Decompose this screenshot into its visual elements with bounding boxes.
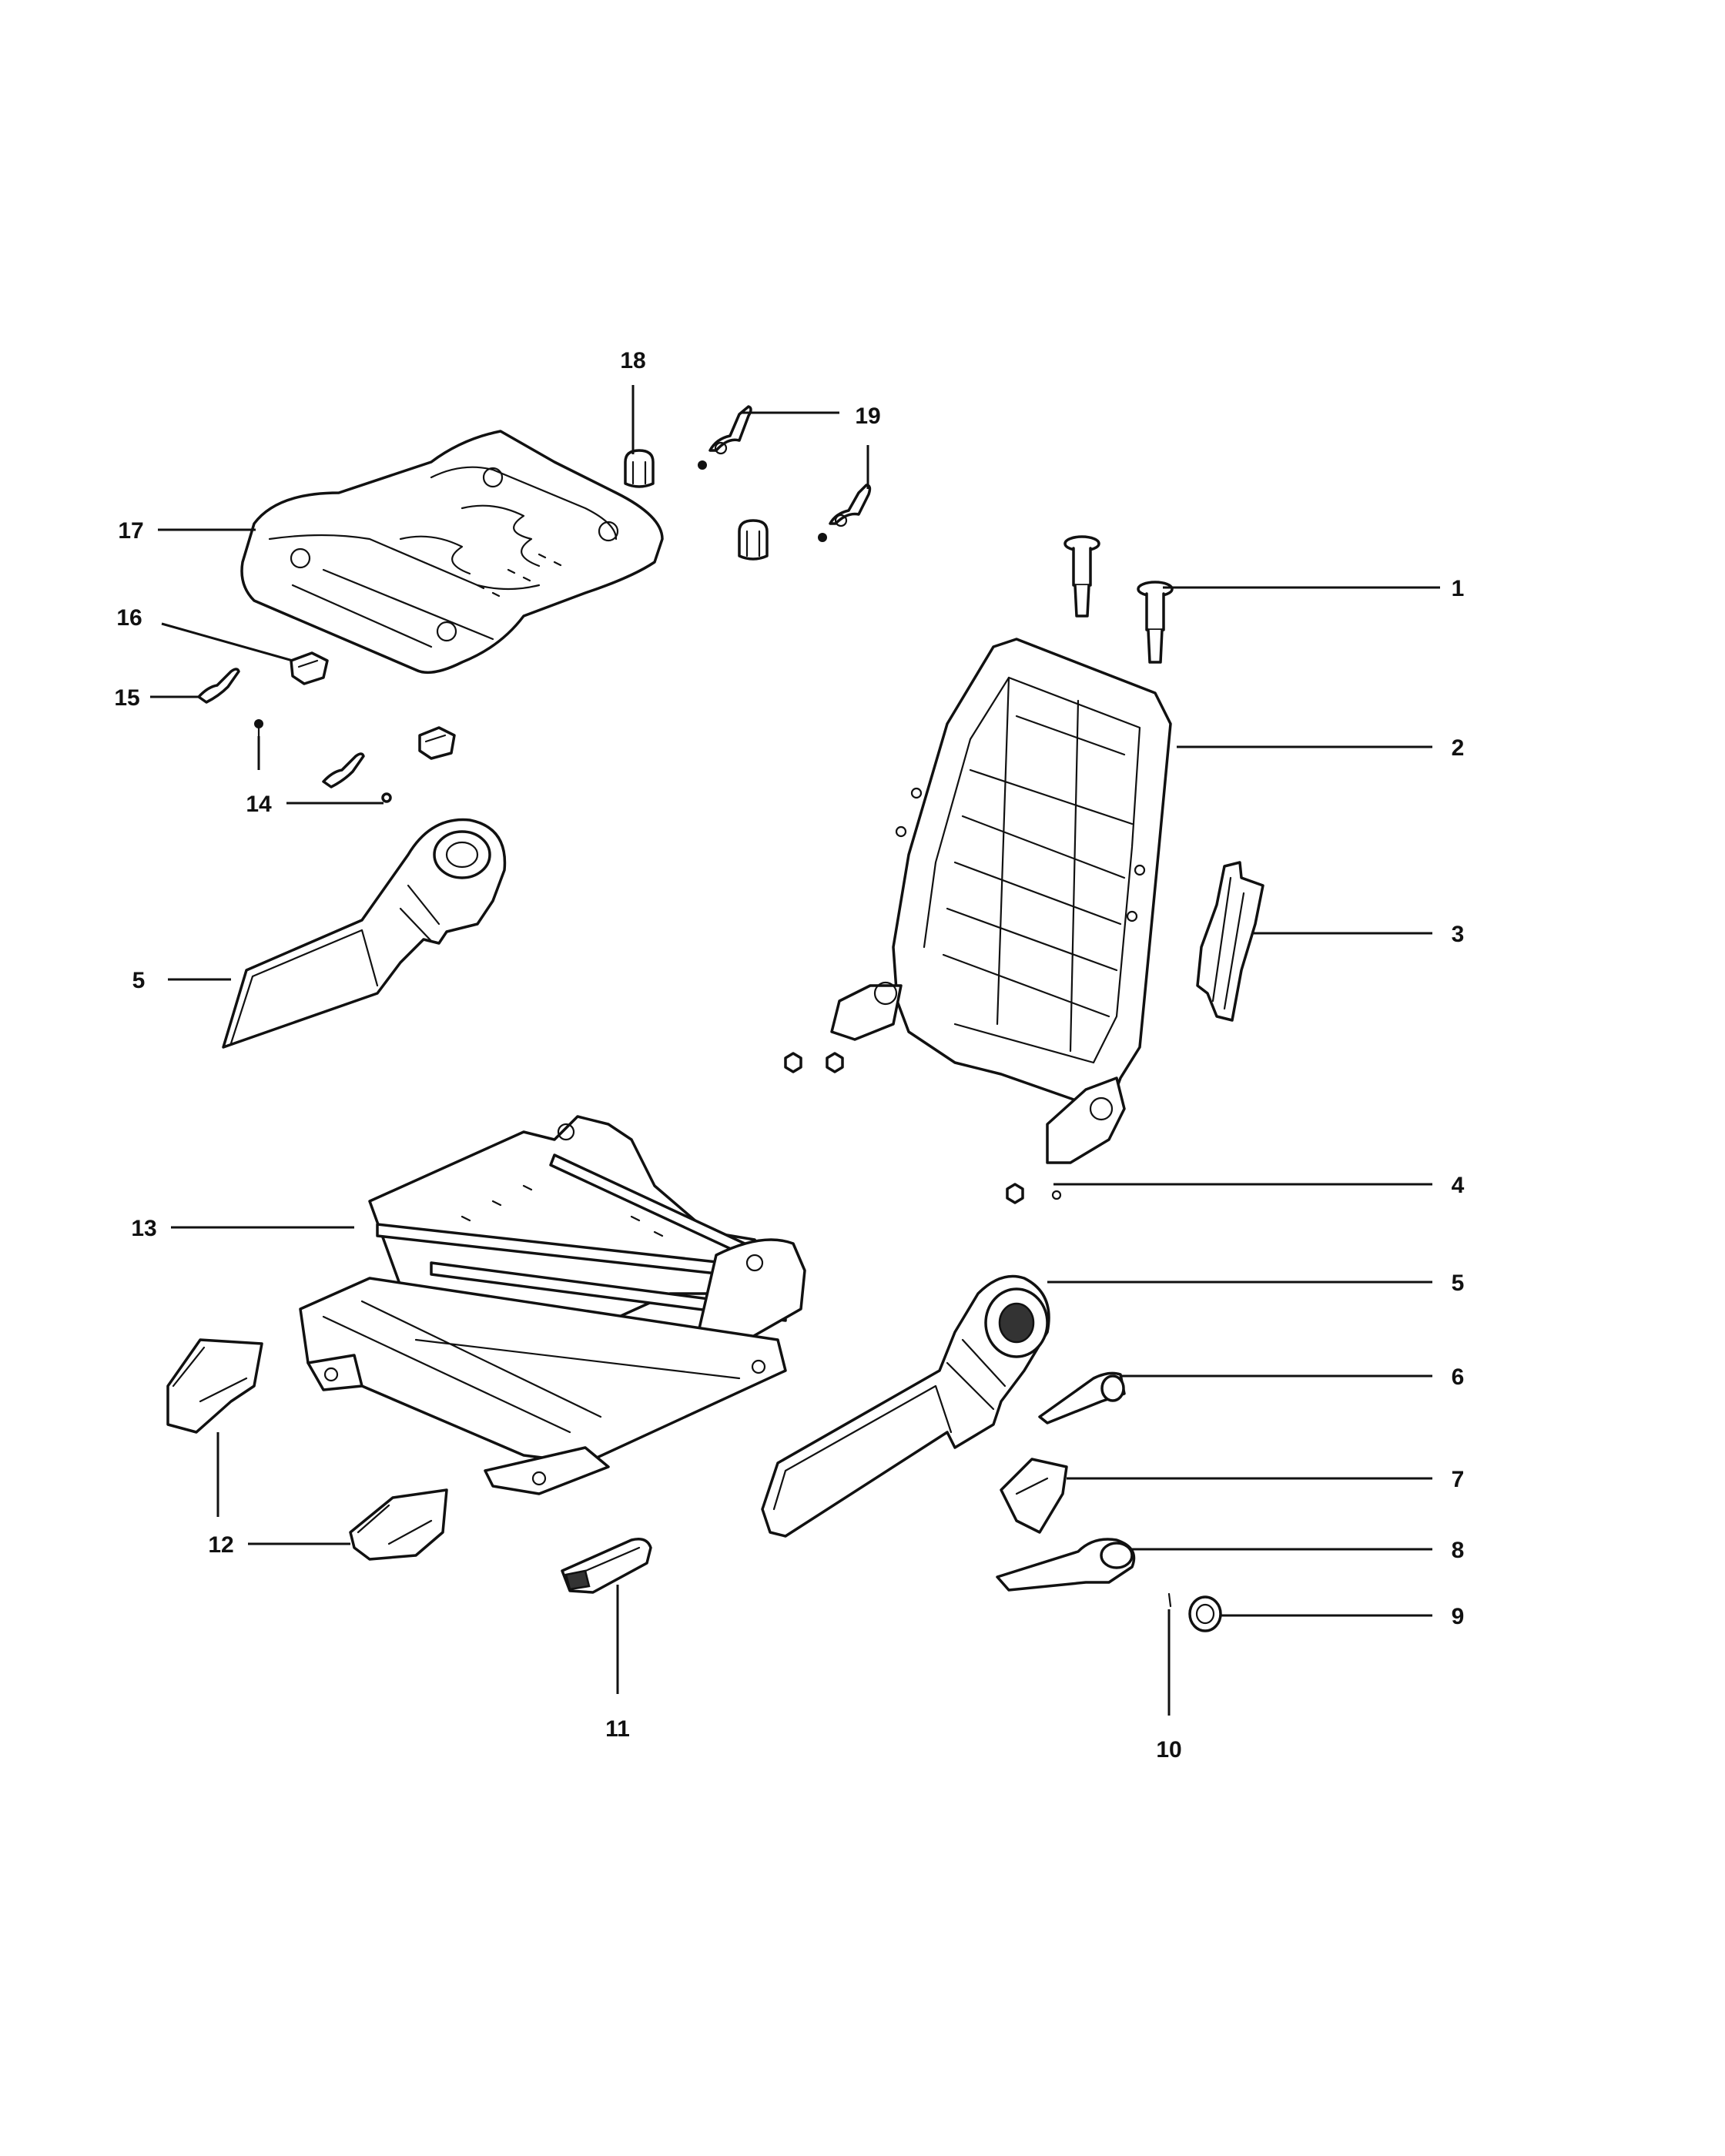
callout-5-right: 5: [1452, 1270, 1465, 1296]
part-4-nuts: [784, 1052, 1062, 1204]
callout-13: 13: [131, 1216, 156, 1241]
part-9-knob-ring: [1188, 1595, 1222, 1632]
callout-15: 15: [114, 685, 139, 711]
callout-labels: 1 2 3 4 5 5 6 7 8 9 10 11 12 13 14 15 16…: [114, 348, 1464, 1763]
part-2-seatback-frame: [830, 638, 1172, 1164]
callout-9: 9: [1452, 1604, 1465, 1629]
part-12-track-covers: [166, 1338, 448, 1561]
leader-lines: [150, 385, 1440, 1716]
callout-16: 16: [116, 605, 142, 631]
part-11-release-handle: [561, 1538, 652, 1594]
callout-18: 18: [620, 348, 645, 373]
leader-16: [161, 622, 293, 662]
callout-8: 8: [1452, 1538, 1465, 1563]
part-18-bushing: [624, 449, 769, 561]
part-14-screws: [254, 719, 392, 803]
part-17-seat-cushion-pan: [240, 430, 664, 675]
callout-2: 2: [1452, 735, 1465, 761]
callout-1: 1: [1452, 576, 1465, 601]
callout-10: 10: [1156, 1737, 1181, 1763]
callout-7: 7: [1452, 1467, 1465, 1492]
callout-17: 17: [118, 518, 143, 544]
part-5-left-side-shield: [222, 818, 507, 1049]
callout-12: 12: [208, 1532, 233, 1558]
part-6-recline-lever: [1038, 1371, 1126, 1424]
callout-6: 6: [1452, 1364, 1465, 1390]
part-1-headrest-guides: [1063, 535, 1174, 664]
part-16-latch-bracket: [290, 651, 456, 760]
part-5-right-recliner-shield: [761, 1274, 1050, 1538]
callout-19: 19: [855, 403, 880, 429]
callout-11: 11: [605, 1716, 630, 1742]
part-8-handle: [996, 1538, 1136, 1592]
callout-3: 3: [1452, 922, 1465, 947]
part-13-seat-adjuster-frame: [299, 1115, 806, 1495]
part-15-cable-clip: [197, 668, 365, 788]
part-19-wire-clips: [698, 405, 872, 542]
callout-4: 4: [1452, 1173, 1465, 1198]
part-3-side-trim: [1196, 861, 1264, 1022]
callout-14: 14: [246, 792, 272, 817]
part-7-bezel: [1000, 1458, 1068, 1534]
part-10-pin: [1167, 1592, 1172, 1608]
callout-5-left: 5: [132, 968, 146, 993]
